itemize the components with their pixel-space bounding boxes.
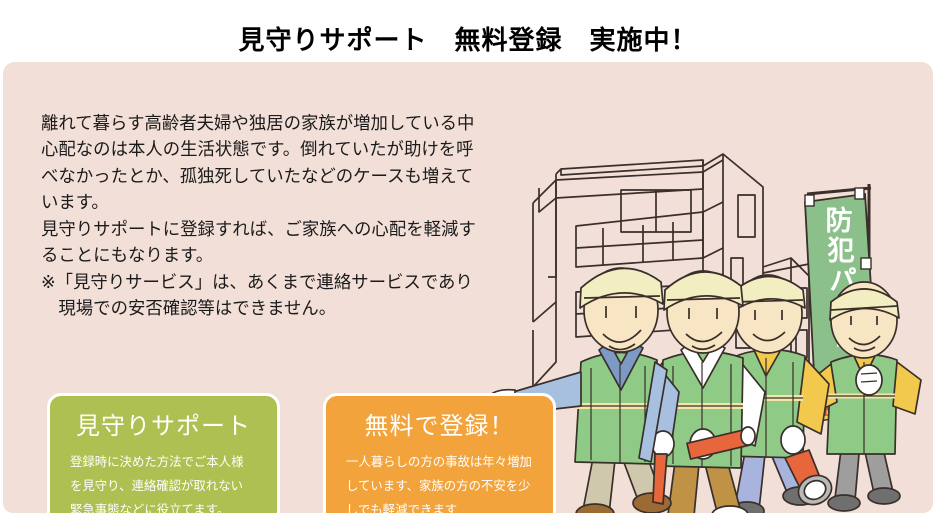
card-mimamori-support-title: 見守りサポート [76, 413, 251, 440]
svg-text:ロ: ロ [834, 322, 861, 352]
card-mimamori-support[interactable]: 見守りサポート 登録時に決めた方法でご本人様 を見守り、連絡確認が取れない 緊急… [47, 393, 280, 513]
house-line-art [532, 153, 810, 413]
page-title: 見守りサポート 無料登録 実施中！ [238, 25, 698, 55]
patrol-banner: 防 犯 パ ト ロ ー ル 実施中 [798, 184, 878, 448]
card-free-registration[interactable]: 無料で登録！ 一人暮らしの方の事故は年々増加 しています、家族の方の不安を少 し… [323, 393, 556, 513]
svg-text:犯: 犯 [828, 236, 855, 266]
card-free-registration-title: 無料で登録！ [364, 413, 515, 440]
content-panel: 防 犯 パ ト ロ ー ル 実施中 [3, 62, 933, 513]
svg-text:パ: パ [830, 266, 857, 296]
figure-volunteer-with-flashlight [706, 274, 833, 513]
svg-text:ー: ー [836, 350, 863, 380]
card-free-registration-text: 一人暮らしの方の事故は年々増加 しています、家族の方の不安を少 しでも軽減できま… [346, 455, 532, 513]
banner-sub-label: 実施中 [809, 399, 850, 420]
svg-text:ト: ト [832, 294, 859, 324]
figure-volunteer-holding-banner [810, 281, 922, 512]
card-mimamori-support-text: 登録時に決めた方法でご本人様 を見守り、連絡確認が取れない 緊急事態などに役立て… [70, 455, 244, 513]
banner-text-char: 防 [826, 206, 853, 236]
body-paragraph: 離れて暮らす高齢者夫婦や独居の家族が増加している中 心配なのは本人の生活状態です… [41, 113, 476, 319]
svg-text:ル: ル [838, 378, 865, 408]
figure-volunteer-with-baton [638, 270, 766, 513]
